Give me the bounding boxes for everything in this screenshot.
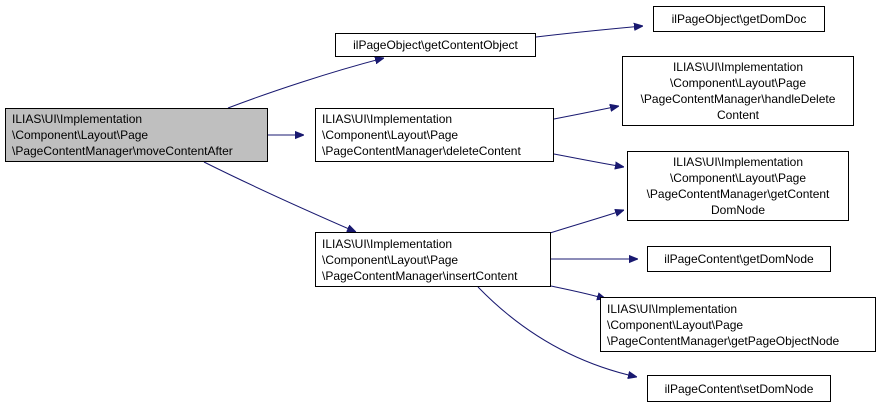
node-line: \Component\Layout\Page [669,171,807,185]
node-line: ILIAS\UI\Implementation [672,155,804,169]
node-line: ILIAS\UI\Implementation [322,112,453,126]
node-get-dom-doc[interactable]: ilPageObject\getDomDoc [653,6,825,32]
node-handle-delete-content[interactable]: ILIAS\UI\Implementation \Component\Layou… [622,56,854,126]
node-get-page-object-node[interactable]: ILIAS\UI\Implementation \Component\Layou… [600,297,876,352]
node-line: \Component\Layout\Page [322,252,459,267]
node-line: ILIAS\UI\Implementation [607,301,738,316]
node-line: \PageContentManager\getContent [646,187,830,201]
edge-getContentObject-getDomDoc [535,26,643,38]
node-delete-content[interactable]: ILIAS\UI\Implementation \Component\Layou… [315,108,554,162]
node-line: DomNode [710,203,766,217]
edge-insertContent-getContentDomNode [549,210,624,234]
node-line: \PageContentManager\getPageObjectNode [607,333,840,348]
node-line: ilPageContent\setDomNode [664,381,814,396]
edge-insertContent-getPageObjectNode [550,285,606,299]
node-line: ilPageContent\getDomNode [664,252,814,266]
edge-moveContentAfter-getContentObject [227,58,384,109]
node-line: \PageContentManager\handleDelete [640,92,836,106]
node-line: ILIAS\UI\Implementation [322,236,453,251]
node-line: \Component\Layout\Page [322,128,459,142]
node-line: \PageContentManager\moveContentAfter [12,144,233,158]
node-line: ilPageObject\getContentObject [353,38,518,52]
node-line: \PageContentManager\insertContent [322,268,518,283]
node-line: \Component\Layout\Page [669,76,807,90]
edge-deleteContent-handleDeleteContent [553,106,619,120]
node-line: ILIAS\UI\Implementation [12,112,143,126]
edge-insertContent-setDomNode [477,286,637,377]
node-set-dom-node[interactable]: ilPageContent\setDomNode [647,375,831,402]
edge-deleteContent-getContentDomNode [553,153,624,167]
node-move-content-after[interactable]: ILIAS\UI\Implementation \Component\Layou… [5,108,268,162]
node-get-content-dom-node[interactable]: ILIAS\UI\Implementation \Component\Layou… [627,151,849,221]
node-get-content-object[interactable]: ilPageObject\getContentObject [335,33,536,57]
node-line: ILIAS\UI\Implementation [672,60,804,74]
edge-moveContentAfter-insertContent [203,161,356,232]
node-get-dom-node[interactable]: ilPageContent\getDomNode [647,246,831,272]
node-line: \Component\Layout\Page [607,317,744,332]
node-line: Content [716,108,760,122]
node-insert-content[interactable]: ILIAS\UI\Implementation \Component\Layou… [315,232,551,287]
node-line: ilPageObject\getDomDoc [671,12,807,26]
node-line: \Component\Layout\Page [12,128,149,142]
node-line: \PageContentManager\deleteContent [322,144,521,158]
